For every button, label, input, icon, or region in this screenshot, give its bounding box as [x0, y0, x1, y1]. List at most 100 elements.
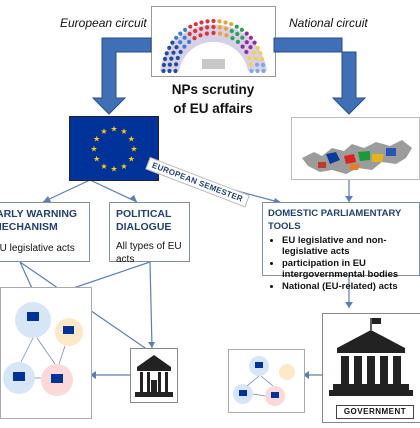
government-image: [322, 313, 420, 423]
domestic-tools-title: DOMESTIC PARLIAMENTARY TOOLS: [268, 208, 402, 232]
eu-institutions-scheme: [0, 287, 92, 419]
national-institutions-scheme: [228, 349, 305, 413]
seat-dot: [162, 56, 168, 62]
connector-flag-to-ewm: [42, 179, 91, 203]
seat-dot: [248, 45, 253, 50]
eu-star-icon: ★: [120, 162, 127, 171]
seat-dot: [255, 62, 260, 67]
seat-dot: [183, 27, 188, 32]
seat-dot: [235, 31, 240, 37]
seat-dot: [161, 68, 166, 74]
seat-dot: [255, 45, 260, 50]
government-label: GOVERNMENT: [336, 405, 414, 419]
seat-dot: [211, 24, 216, 30]
seat-dot: [167, 45, 172, 50]
seat-dot: [167, 62, 172, 67]
seat-dot: [170, 40, 175, 45]
eu-star-icon: ★: [110, 125, 117, 134]
early-warning-box: EARLY WARNING MECHANISM EU legislative a…: [0, 202, 90, 262]
connector-pd-to-scheme-b: [149, 261, 153, 349]
european-circuit-label: European circuit: [60, 16, 147, 30]
eu-star-icon: ★: [128, 155, 135, 164]
parliament-hemicycle-image: [151, 6, 276, 77]
europe-map-icon: [302, 140, 412, 174]
seat-dot: [252, 40, 257, 45]
seat-dot: [171, 50, 176, 55]
eu-star-icon: ★: [93, 135, 100, 144]
national-circuit-label: National circuit: [289, 16, 368, 30]
european-circuit-arrow: [91, 37, 152, 115]
eu-star-icon: ★: [90, 145, 97, 154]
seat-dot: [193, 22, 198, 27]
seat-dot: [235, 39, 240, 45]
seat-dot: [169, 56, 174, 61]
eu-star-icon: ★: [100, 162, 107, 171]
seat-dot: [217, 25, 222, 30]
seat-dot: [251, 50, 256, 55]
parliament-building-icon: [135, 355, 173, 397]
seat-dot: [244, 49, 249, 55]
early-warning-title-1: EARLY WARNING: [0, 208, 78, 220]
eu-institutions-icon: [3, 302, 83, 396]
seat-dot: [161, 62, 166, 68]
seat-dot: [249, 68, 254, 74]
seat-dot: [199, 20, 204, 25]
seat-dot: [199, 26, 204, 31]
seat-dot: [244, 40, 249, 45]
political-dialogue-box: POLITICAL DIALOGUE All types of EU acts: [109, 202, 190, 265]
seat-dot: [211, 30, 216, 36]
seat-dot: [173, 68, 178, 74]
seat-dot: [247, 55, 252, 61]
domestic-tools-box: DOMESTIC PARLIAMENTARY TOOLS EU legislat…: [262, 202, 420, 292]
domestic-tools-list: EU legislative and non-legislative acts …: [268, 235, 417, 292]
seat-dot: [217, 19, 222, 24]
eu-star-icon: ★: [100, 127, 107, 136]
seat-dot: [218, 31, 223, 36]
center-title-line1: NPs scrutiny: [171, 82, 255, 97]
seat-dot: [255, 68, 260, 74]
seat-dot: [253, 56, 258, 61]
seat-dot: [188, 24, 193, 29]
seat-dot: [261, 62, 266, 68]
domestic-tools-item: participation in EU intergovernmental bo…: [282, 258, 417, 280]
seat-dot: [230, 36, 235, 41]
seat-dot: [223, 26, 228, 31]
political-dialogue-body: All types of EU acts: [116, 241, 182, 265]
political-dialogue-title-1: POLITICAL: [116, 208, 172, 220]
seat-dot: [178, 31, 183, 36]
seat-dot: [178, 49, 183, 55]
political-dialogue-title-2: DIALOGUE: [116, 221, 172, 233]
seat-dot: [240, 35, 245, 40]
eu-star-icon: ★: [120, 127, 127, 136]
seat-dot: [174, 62, 179, 67]
seat-dot: [211, 18, 216, 24]
seat-dot: [258, 51, 263, 56]
seat-dot: [244, 31, 249, 36]
seat-dot: [182, 44, 187, 49]
seat-dot: [192, 36, 197, 41]
seat-dot: [187, 31, 192, 37]
parliament-building-image: [130, 348, 178, 403]
eu-star-icon: ★: [110, 165, 117, 174]
hemicycle-graphic: [160, 18, 267, 74]
early-warning-title-2: MECHANISM: [0, 221, 58, 233]
seat-dot: [178, 40, 183, 45]
seat-dot: [174, 35, 179, 40]
seat-dot: [187, 39, 192, 45]
seat-dot: [223, 20, 228, 25]
seat-dot: [234, 24, 239, 29]
seat-dot: [205, 19, 210, 24]
seat-dot: [224, 33, 229, 38]
seat-dot: [239, 27, 244, 32]
eu-star-icon: ★: [93, 155, 100, 164]
eu-star-icon: ★: [130, 145, 137, 154]
seat-dot: [259, 56, 265, 62]
seat-dot: [167, 68, 172, 74]
seat-dot: [198, 33, 203, 38]
seat-dot: [204, 31, 209, 36]
seat-dot: [205, 25, 210, 30]
national-institutions-icon: [233, 356, 295, 406]
seat-dot: [193, 28, 198, 34]
center-title-line2: of EU affairs: [173, 101, 253, 116]
eu-flag: ★★★★★★★★★★★★: [69, 116, 159, 181]
